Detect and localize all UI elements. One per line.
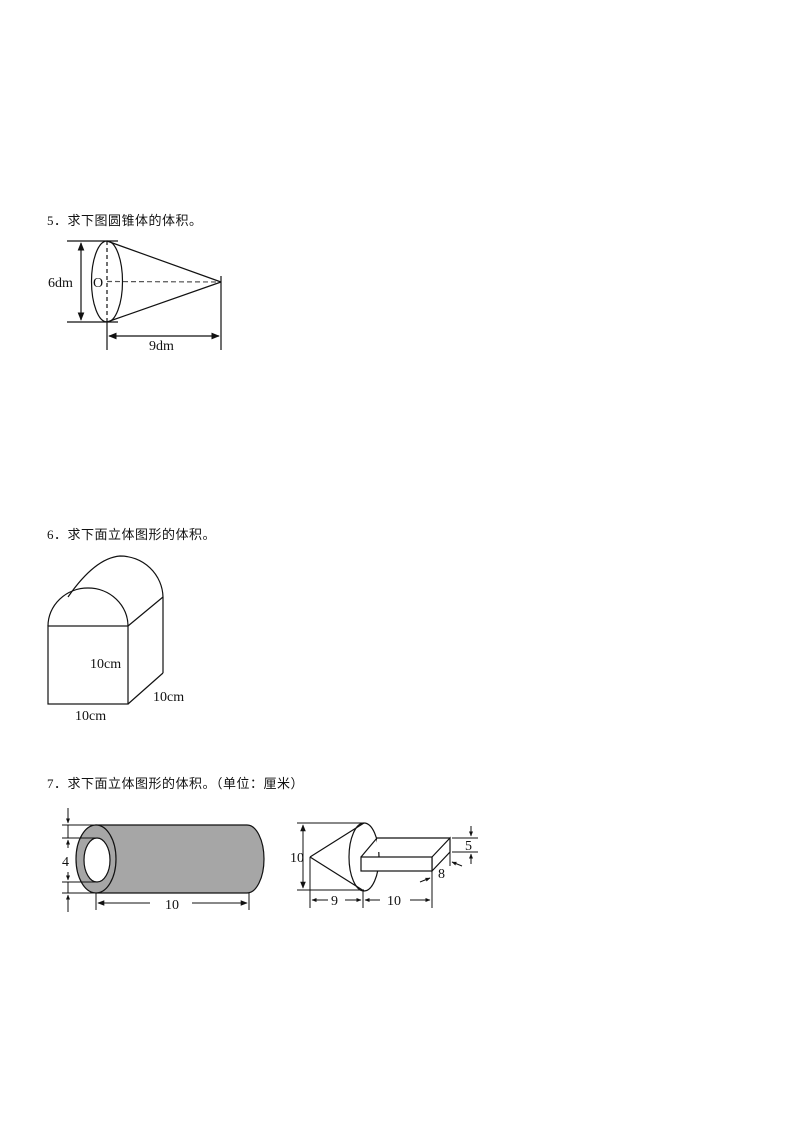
cone-height-label: 9dm bbox=[149, 339, 174, 354]
cube-width-label: 10cm bbox=[75, 709, 106, 724]
pipe-inner-diameter-label: 4 bbox=[62, 855, 69, 870]
composite-cuboid-width-label: 8 bbox=[438, 867, 445, 882]
cone-center-label: O bbox=[93, 276, 103, 291]
cone-drawing bbox=[67, 240, 222, 350]
composite-cuboid-height-label: 5 bbox=[465, 839, 472, 854]
composite-cuboid-length-label: 10 bbox=[387, 894, 401, 909]
pipe-length-label: 10 bbox=[165, 898, 179, 913]
cube-half-cylinder-drawing bbox=[47, 555, 164, 705]
hollow-cylinder-dimensions bbox=[62, 808, 250, 912]
cone-cylinder-cuboid-dimensions bbox=[297, 822, 478, 908]
cone-cylinder-cuboid-drawing bbox=[309, 822, 451, 892]
question-6-title: 6．求下面立体图形的体积。 bbox=[47, 527, 217, 542]
question-7-title: 7．求下面立体图形的体积。（单位：厘米） bbox=[47, 776, 305, 791]
cube-depth-label: 10cm bbox=[153, 690, 184, 705]
composite-cone-length-label: 9 bbox=[331, 894, 338, 909]
composite-diameter-label: 10 bbox=[290, 851, 304, 866]
cube-height-label: 10cm bbox=[90, 657, 121, 672]
question-5-title: 5．求下图圆锥体的体积。 bbox=[47, 213, 203, 228]
hollow-cylinder-drawing bbox=[75, 824, 265, 894]
cone-diameter-label: 6dm bbox=[48, 276, 73, 291]
